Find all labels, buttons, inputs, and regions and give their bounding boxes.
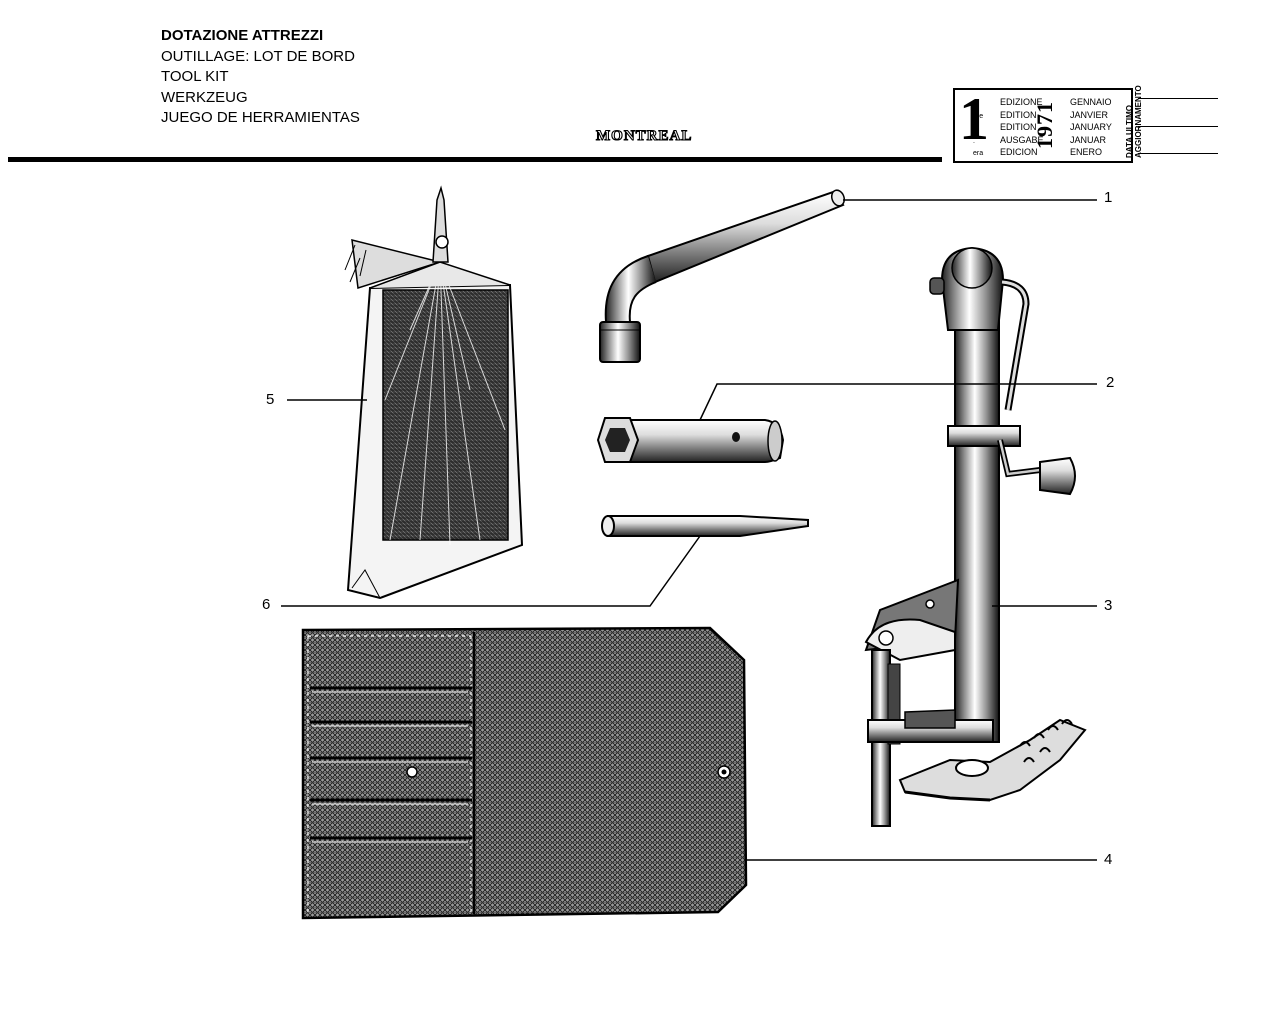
jack: [864, 246, 1087, 827]
tommy-bar: [601, 515, 809, 537]
edition-labels: EDIZIONE EDITION EDITION AUSGABE EDICION: [1000, 97, 1044, 157]
edition-months: GENNAIO JANVIER JANUARY JANUAR ENERO: [1070, 97, 1112, 157]
tool-roll: [301, 626, 748, 920]
callout-1: 1: [1104, 189, 1113, 206]
leader-lines: [281, 199, 1097, 861]
callout-6: 6: [262, 596, 271, 613]
callout-2: 2: [1106, 374, 1115, 391]
callout-4: 4: [1104, 851, 1113, 868]
title-english: TOOL KIT: [161, 68, 229, 86]
title-italian: DOTAZIONE ATTREZZI: [161, 27, 324, 44]
update-line-1: [1138, 98, 1218, 99]
title-german: WERKZEUG: [161, 88, 248, 106]
title-spanish: JUEGO DE HERRAMIENTAS: [161, 109, 360, 127]
edition-box: 1 a ere st . era EDIZIONE EDITION EDITIO…: [953, 86, 1133, 163]
model-name: MONTREAL: [595, 127, 693, 144]
box-spanner: [596, 417, 785, 463]
update-line-2: [1138, 126, 1218, 127]
callout-3: 3: [1104, 597, 1113, 614]
edition-suffixes: a ere st . era: [973, 100, 984, 157]
plastic-bag: [344, 185, 524, 600]
title-french: OUTILLAGE: LOT DE BORD: [161, 47, 355, 65]
wheel-brace: [599, 189, 846, 363]
callout-5: 5: [266, 391, 275, 408]
header-rule: [8, 157, 942, 162]
edition-number: 1: [959, 86, 989, 152]
title-block: DOTAZIONE ATTREZZI OUTILLAGE: LOT DE BOR…: [161, 26, 360, 129]
update-line-3: [1138, 153, 1218, 154]
